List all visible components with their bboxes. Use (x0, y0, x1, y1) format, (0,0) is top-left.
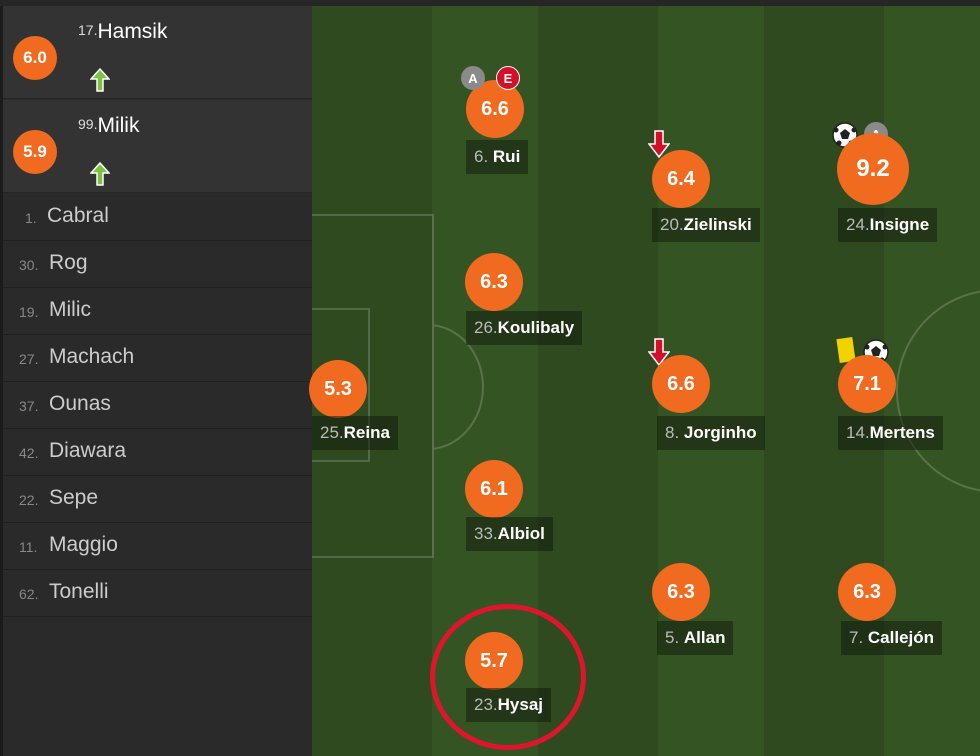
player-number: 6. (474, 147, 493, 166)
bench-name: Maggio (49, 533, 118, 556)
player-rating: 6.6 (652, 355, 710, 413)
player-number: 7. (849, 628, 868, 647)
player-rating: 5.9 (13, 130, 57, 174)
sub-player-milik[interactable]: 5.9 99.Milik (3, 100, 312, 193)
player-number: 25. (320, 423, 344, 442)
bench-player[interactable]: 22. Sepe (3, 476, 312, 523)
player-label: 5. Allan (657, 621, 734, 655)
player-name-text: Hamsik (97, 20, 168, 43)
bench-number: 1. (25, 210, 37, 226)
bench-name: Tonelli (49, 580, 109, 603)
top-bar (0, 0, 980, 6)
player-name: Allan (683, 628, 726, 647)
player-label: 6. Rui (466, 140, 529, 174)
player-name: 17.Hamsik (78, 20, 167, 44)
player-label: 20.Zielinski (652, 208, 760, 242)
bench-player[interactable]: 62. Tonelli (3, 570, 312, 617)
bench-number: 37. (19, 398, 39, 414)
bench-player[interactable]: 42. Diawara (3, 429, 312, 476)
player-number: 17. (78, 22, 98, 38)
player-number: 33. (474, 524, 498, 543)
player-number: 99. (78, 116, 98, 132)
substitutes-sidebar: 6.0 17.Hamsik 5.9 99.Milik 1. Cabral 30. R… (0, 6, 312, 756)
player-number: 8. (665, 423, 684, 442)
player-rating: 6.3 (465, 253, 523, 311)
player-name: Mertens (869, 423, 935, 442)
assist-badge-icon: A (461, 66, 485, 90)
player-number: 24. (846, 215, 870, 234)
player-rating: 6.3 (652, 563, 710, 621)
player-label: 24.Insigne (838, 208, 938, 242)
bench-number: 22. (19, 492, 39, 508)
goal-box (312, 308, 370, 462)
bench-name: Diawara (49, 439, 127, 462)
penalty-box (312, 214, 434, 558)
player-label: 25.Reina (312, 416, 398, 450)
player-rating: 6.0 (13, 36, 57, 80)
bench-number: 27. (19, 351, 39, 367)
player-name: Reina (343, 423, 390, 442)
bench-player[interactable]: 27. Machach (3, 335, 312, 382)
player-name: Rui (492, 147, 521, 166)
bench-player[interactable]: 19. Milic (3, 288, 312, 335)
player-name: Callejón (867, 628, 935, 647)
bench-name: Ounas (49, 392, 111, 415)
bench-player[interactable]: 37. Ounas (3, 382, 312, 429)
bench-number: 11. (19, 539, 38, 555)
bench-player[interactable]: 1. Cabral (3, 194, 312, 241)
player-rating: 6.4 (652, 150, 710, 208)
error-badge-icon: E (496, 66, 520, 90)
center-circle (896, 289, 980, 493)
bench-player[interactable]: 30. Rog (3, 241, 312, 288)
bench-number: 19. (19, 304, 39, 320)
player-label: 26.Koulibaly (466, 311, 583, 345)
player-label: 14.Mertens (838, 416, 943, 450)
player-number: 5. (665, 628, 684, 647)
player-name: Koulibaly (497, 318, 575, 337)
bench-number: 62. (19, 586, 39, 602)
sub-off-arrow-icon (648, 130, 670, 158)
player-number: 26. (474, 318, 498, 337)
bench-name: Sepe (49, 486, 99, 509)
sub-on-arrow-icon (90, 68, 110, 92)
bench-name: Machach (49, 345, 135, 368)
player-rating: 9.2 (837, 133, 909, 205)
player-label: 8. Jorginho (657, 416, 765, 450)
bench-name: Cabral (47, 204, 109, 227)
player-name: Jorginho (683, 423, 757, 442)
bench-name: Rog (49, 251, 88, 274)
player-number: 20. (660, 215, 684, 234)
sub-on-arrow-icon (90, 162, 110, 186)
player-name: Zielinski (683, 215, 752, 234)
player-label: 7. Callejón (841, 621, 943, 655)
player-name: Albiol (497, 524, 545, 543)
bench-number: 42. (19, 445, 39, 461)
bench-player[interactable]: 11. Maggio (3, 523, 312, 570)
player-label: 33.Albiol (466, 517, 553, 551)
player-rating: 7.1 (838, 355, 896, 413)
player-rating: 6.1 (465, 460, 523, 518)
player-rating: 6.3 (838, 563, 896, 621)
player-name-text: Milik (97, 114, 140, 137)
sub-player-hamsik[interactable]: 6.0 17.Hamsik (3, 6, 312, 99)
bench-name: Milic (49, 298, 91, 321)
player-name: Insigne (869, 215, 930, 234)
player-name: 99.Milik (78, 114, 139, 138)
player-rating: 5.3 (309, 360, 367, 418)
sub-off-arrow-icon (648, 338, 670, 366)
player-number: 14. (846, 423, 870, 442)
bench-number: 30. (19, 257, 39, 273)
player-rating: 6.6 (466, 80, 524, 138)
highlight-circle (430, 604, 586, 750)
